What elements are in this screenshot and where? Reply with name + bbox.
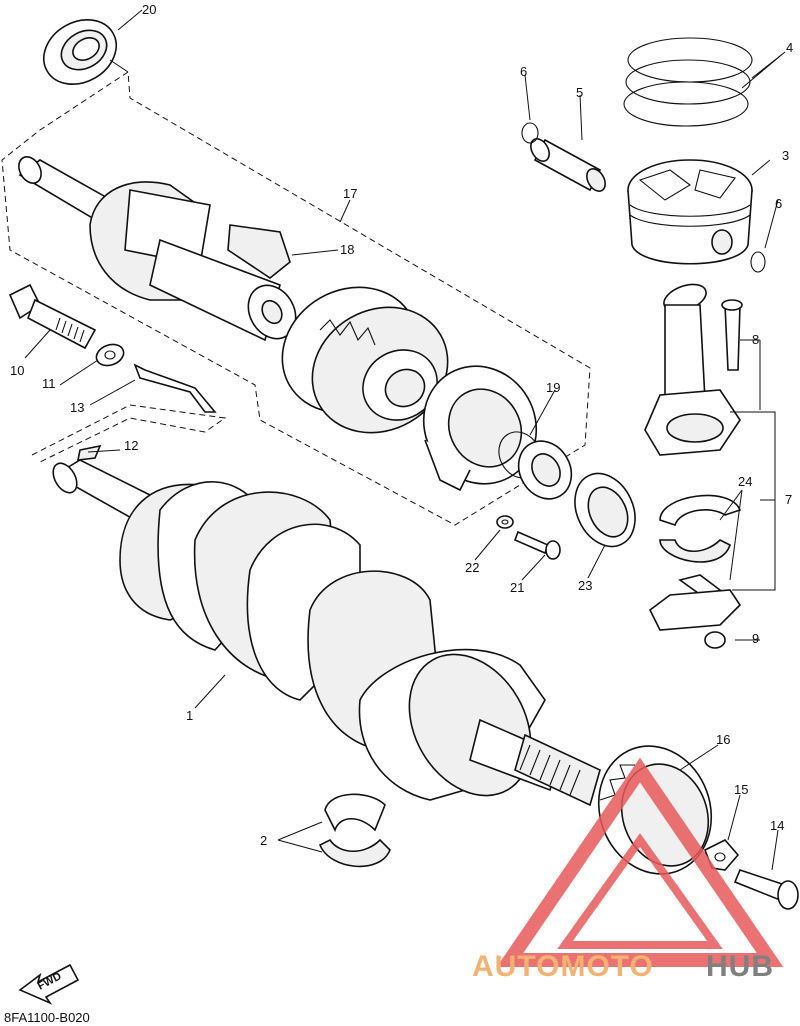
automotohub-watermark: AUTOMOTO HUB [472,757,784,983]
watermark-text-hub: HUB [706,950,774,983]
leader-lines [24,9,786,871]
diagram-code: 8FA1100-B020 [4,1010,90,1025]
fwd-arrow-icon: FWD [18,963,80,1005]
part-1-crankshaft [52,459,601,807]
callout-16: 16 [716,732,730,747]
callout-23: 23 [578,578,592,593]
watermark-triangle-icon [496,757,784,967]
callout-15: 15 [734,782,748,797]
callout-5: 5 [576,85,583,100]
part-19-oring [498,431,573,500]
part-5-piston-pin [530,138,606,192]
callout-6-top: 6 [520,64,527,79]
watermark-text-automoto: AUTOMOTO [472,950,654,983]
part-7-connecting-rod [644,283,741,456]
part-9-nut [704,631,726,649]
callout-20: 20 [142,2,156,17]
callout-10: 10 [10,363,24,378]
part-6-clip-b [750,251,766,273]
callout-4: 4 [786,40,793,55]
part-12-key [76,444,102,461]
part-13-plate [133,363,217,413]
part-2-bearing [318,793,391,868]
part-22-washer [496,515,514,529]
rod-cap [648,589,742,631]
part-24-bearing-upper [659,494,742,563]
bearing-housing [422,365,538,492]
part-8-bolt [721,299,743,371]
callout-11: 11 [42,376,56,391]
part-10-bolt [8,283,97,350]
callout-13: 13 [70,400,84,415]
callout-9: 9 [752,631,759,646]
callout-8: 8 [752,332,759,347]
callout-24: 24 [738,474,752,489]
callout-12: 12 [124,438,138,453]
callout-3: 3 [782,148,789,163]
part-3-piston [627,159,753,265]
part-18-weight [227,224,291,279]
callout-17: 17 [343,186,357,201]
callout-2: 2 [260,833,267,848]
callout-labels: 1 2 3 4 5 6 6 7 8 9 10 11 12 13 14 15 16… [10,2,793,848]
part-21-bolt [513,530,561,560]
part-6-clip-a [521,122,539,144]
part-23-oil-seal [574,472,636,548]
callout-1: 1 [186,708,193,723]
part-20-bearing [43,19,117,85]
callout-14: 14 [770,818,784,833]
callout-19: 19 [546,380,560,395]
callout-18: 18 [340,242,354,257]
callout-22: 22 [465,560,479,575]
callout-7: 7 [785,492,792,507]
part-4-piston-rings [623,37,753,127]
balancer-gear [281,286,449,434]
part-11-washer [95,343,125,367]
key-12-boundary [31,404,227,463]
callout-6-right: 6 [775,196,782,211]
part-14-bolt [733,869,799,910]
callout-21: 21 [510,580,524,595]
balancer-shaft [18,156,297,342]
